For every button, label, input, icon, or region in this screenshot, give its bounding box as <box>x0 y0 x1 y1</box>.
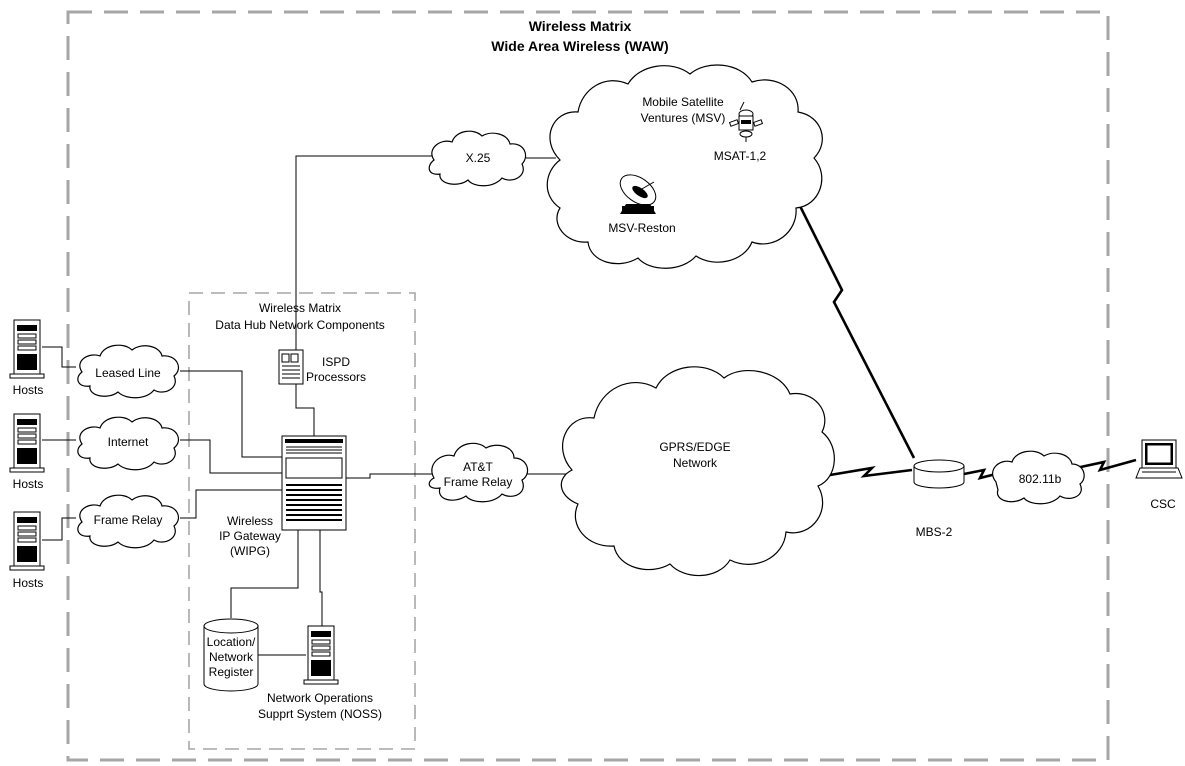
cloud-icon <box>992 450 1085 505</box>
lightning-link-icon <box>823 466 913 478</box>
waw-boundary <box>66 10 1110 762</box>
diagram-title-line2: Wide Area Wireless (WAW) <box>491 38 668 54</box>
hosts-label-1: Hosts <box>13 383 44 397</box>
msv-reston-label: MSV-Reston <box>608 221 675 235</box>
cloud-icon <box>428 130 527 187</box>
msv-label-line2: Ventures (MSV) <box>641 111 726 125</box>
cloud-icon <box>546 64 823 269</box>
leased-line-label: Leased Line <box>95 366 161 380</box>
mbs-label: MBS-2 <box>916 525 953 539</box>
csc-label: CSC <box>1150 497 1176 511</box>
msv-label-line1: Mobile Satellite <box>642 95 724 109</box>
cloud-icon <box>77 494 179 549</box>
hub-title-line1: Wireless Matrix <box>259 301 341 315</box>
server-icon <box>303 625 339 685</box>
cloud-icon <box>428 442 529 503</box>
gateway-icon <box>281 435 347 531</box>
internet-label: Internet <box>108 435 149 449</box>
wipg-label-line2: IP Gateway <box>219 529 281 543</box>
gprs-label-line1: GPRS/EDGE <box>659 440 730 454</box>
wifi-label: 802.11b <box>1019 472 1062 486</box>
cloud-icon <box>77 416 179 471</box>
satellite-icon <box>728 101 764 142</box>
noss-label-line1: Network Operations <box>267 691 373 705</box>
ispd-processor-icon <box>278 349 304 385</box>
server-icon <box>9 319 45 379</box>
cloud-icon <box>560 366 835 577</box>
connection-lines <box>42 155 566 656</box>
data-hub-boundary <box>188 292 416 750</box>
satellite-dish-icon <box>619 174 657 214</box>
lightning-link-icon <box>760 129 916 459</box>
database-icon <box>203 618 259 692</box>
msat-label: MSAT-1,2 <box>714 149 767 163</box>
wipg-label-line3: (WIPG) <box>230 544 270 558</box>
frame-relay-label: Frame Relay <box>94 513 163 527</box>
hosts-label-3: Hosts <box>13 576 44 590</box>
att-label-line1: AT&T <box>463 460 493 474</box>
att-label-line2: Frame Relay <box>444 475 513 489</box>
lightning-link-icon <box>1075 458 1137 473</box>
register-label-line3: Register <box>209 665 254 679</box>
server-icon <box>9 511 45 571</box>
register-label-line2: Network <box>209 650 254 664</box>
ispd-label-line2: Processors <box>306 370 366 384</box>
x25-label: X.25 <box>466 151 491 165</box>
gprs-label-line2: Network <box>673 456 718 470</box>
hosts-label-2: Hosts <box>13 477 44 491</box>
ispd-label-line1: ISPD <box>322 355 350 369</box>
hub-title-line2: Data Hub Network Components <box>215 318 384 332</box>
modem-icon <box>913 459 965 489</box>
diagram-title-line1: Wireless Matrix <box>529 18 632 34</box>
cloud-icon <box>77 344 179 399</box>
wipg-label-line1: Wireless <box>227 514 273 528</box>
noss-label-line2: Supprt System (NOSS) <box>258 707 382 721</box>
laptop-icon <box>1135 439 1183 479</box>
server-icon <box>9 413 45 473</box>
lightning-link-icon <box>963 468 997 480</box>
register-label-line1: Location/ <box>207 635 256 649</box>
